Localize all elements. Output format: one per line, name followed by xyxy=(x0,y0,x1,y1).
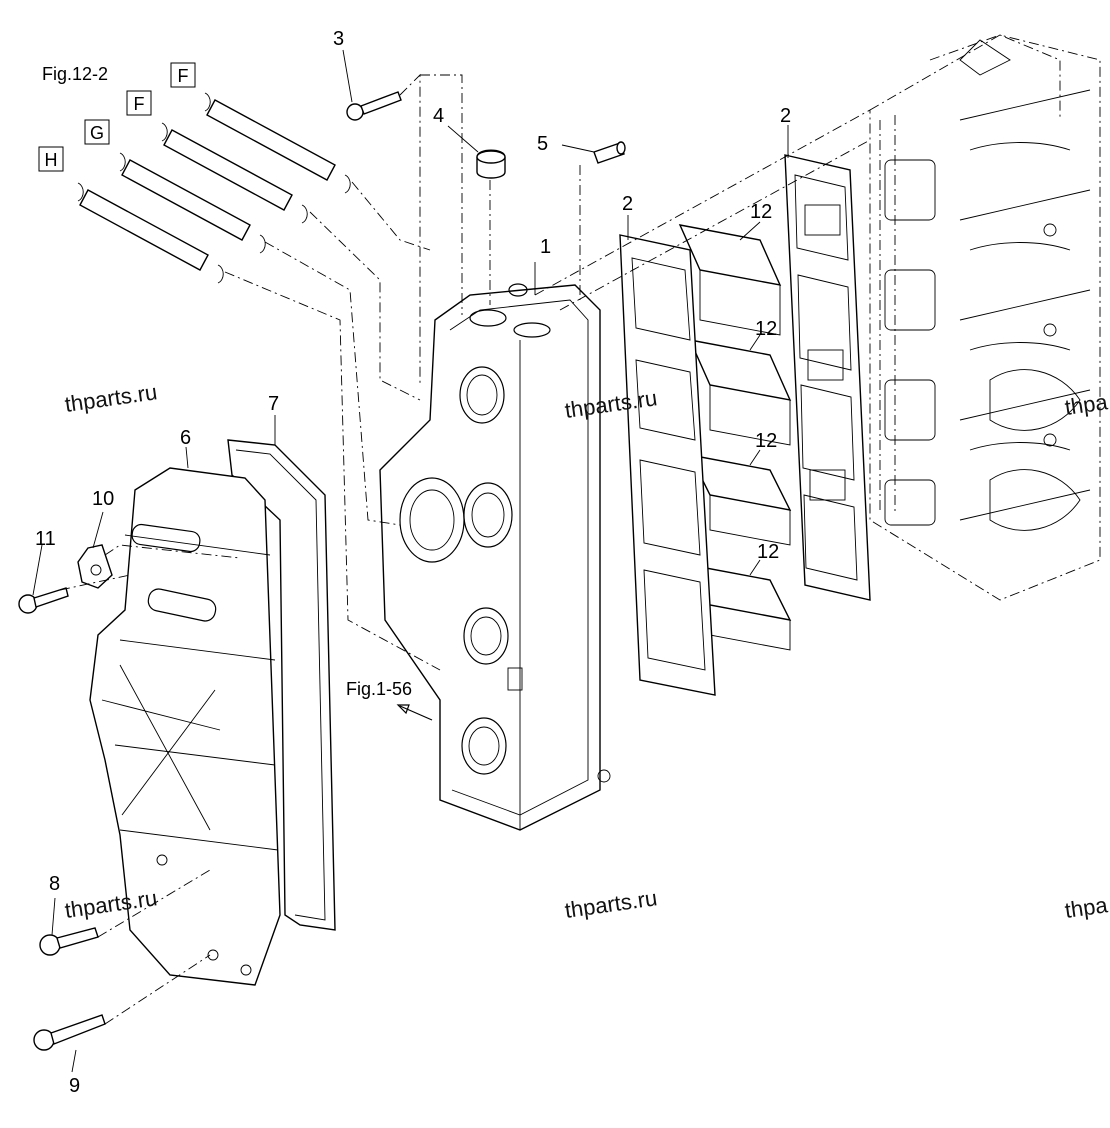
cylinder-block-outline xyxy=(869,34,1101,601)
callout-3: 3 xyxy=(333,28,344,50)
dowel-pin-part-5 xyxy=(593,141,626,164)
leader-lines xyxy=(32,49,789,1073)
bolt-part-3 xyxy=(346,91,402,121)
centre-lines xyxy=(59,73,871,1025)
callout-4: 4 xyxy=(433,105,444,127)
manifold-gasket-rear xyxy=(784,154,871,601)
watermark: thparts.ru xyxy=(63,379,159,417)
watermark-partial: thpa xyxy=(1063,892,1110,923)
watermark-partial: thpa xyxy=(1063,389,1110,420)
hoses-and-clamps xyxy=(77,92,351,284)
figure-reference: Fig.12-2 xyxy=(42,64,108,84)
connector-tag-f-2 xyxy=(126,90,152,116)
connector-tag-g xyxy=(84,119,110,145)
connector-tag-label: F xyxy=(178,66,189,86)
watermark: thparts.ru xyxy=(563,885,659,923)
callout-7: 7 xyxy=(268,393,279,415)
callout-12-d: 12 xyxy=(757,541,779,563)
bolt-part-8 xyxy=(39,927,99,956)
callout-6: 6 xyxy=(180,427,191,449)
cross-reference: Fig.1-56 xyxy=(346,679,412,699)
manifold-gasket-front xyxy=(619,234,716,696)
connector-tag-f-1 xyxy=(170,62,196,88)
part-callouts: 1 2 2 3 4 5 6 7 8 9 10 11 12 12 12 12 xyxy=(35,28,791,1097)
callout-12-b: 12 xyxy=(755,318,777,340)
callout-12-c: 12 xyxy=(755,430,777,452)
callout-2-rear: 2 xyxy=(780,105,791,127)
callout-9: 9 xyxy=(69,1075,80,1097)
intake-manifold xyxy=(379,283,611,831)
connector-tag-label: G xyxy=(90,123,104,143)
intake-silencer-cover xyxy=(89,467,281,986)
callout-1: 1 xyxy=(540,236,551,258)
bolt-part-11 xyxy=(18,587,69,614)
callout-10: 10 xyxy=(92,488,114,510)
reed-valve-assemblies xyxy=(678,224,792,651)
callout-2-front: 2 xyxy=(622,193,633,215)
callout-8: 8 xyxy=(49,873,60,895)
callout-11: 11 xyxy=(35,528,56,550)
bracket-part-10 xyxy=(77,544,113,589)
connector-tag-label: F xyxy=(134,94,145,114)
callout-12-a: 12 xyxy=(750,201,772,223)
connector-tag-h xyxy=(38,146,64,172)
cap-part-4 xyxy=(476,149,506,179)
bolt-part-9 xyxy=(33,1014,106,1051)
connector-tag-label: H xyxy=(45,150,58,170)
connector-tags: F F G H xyxy=(38,62,196,172)
callout-5: 5 xyxy=(537,133,548,155)
